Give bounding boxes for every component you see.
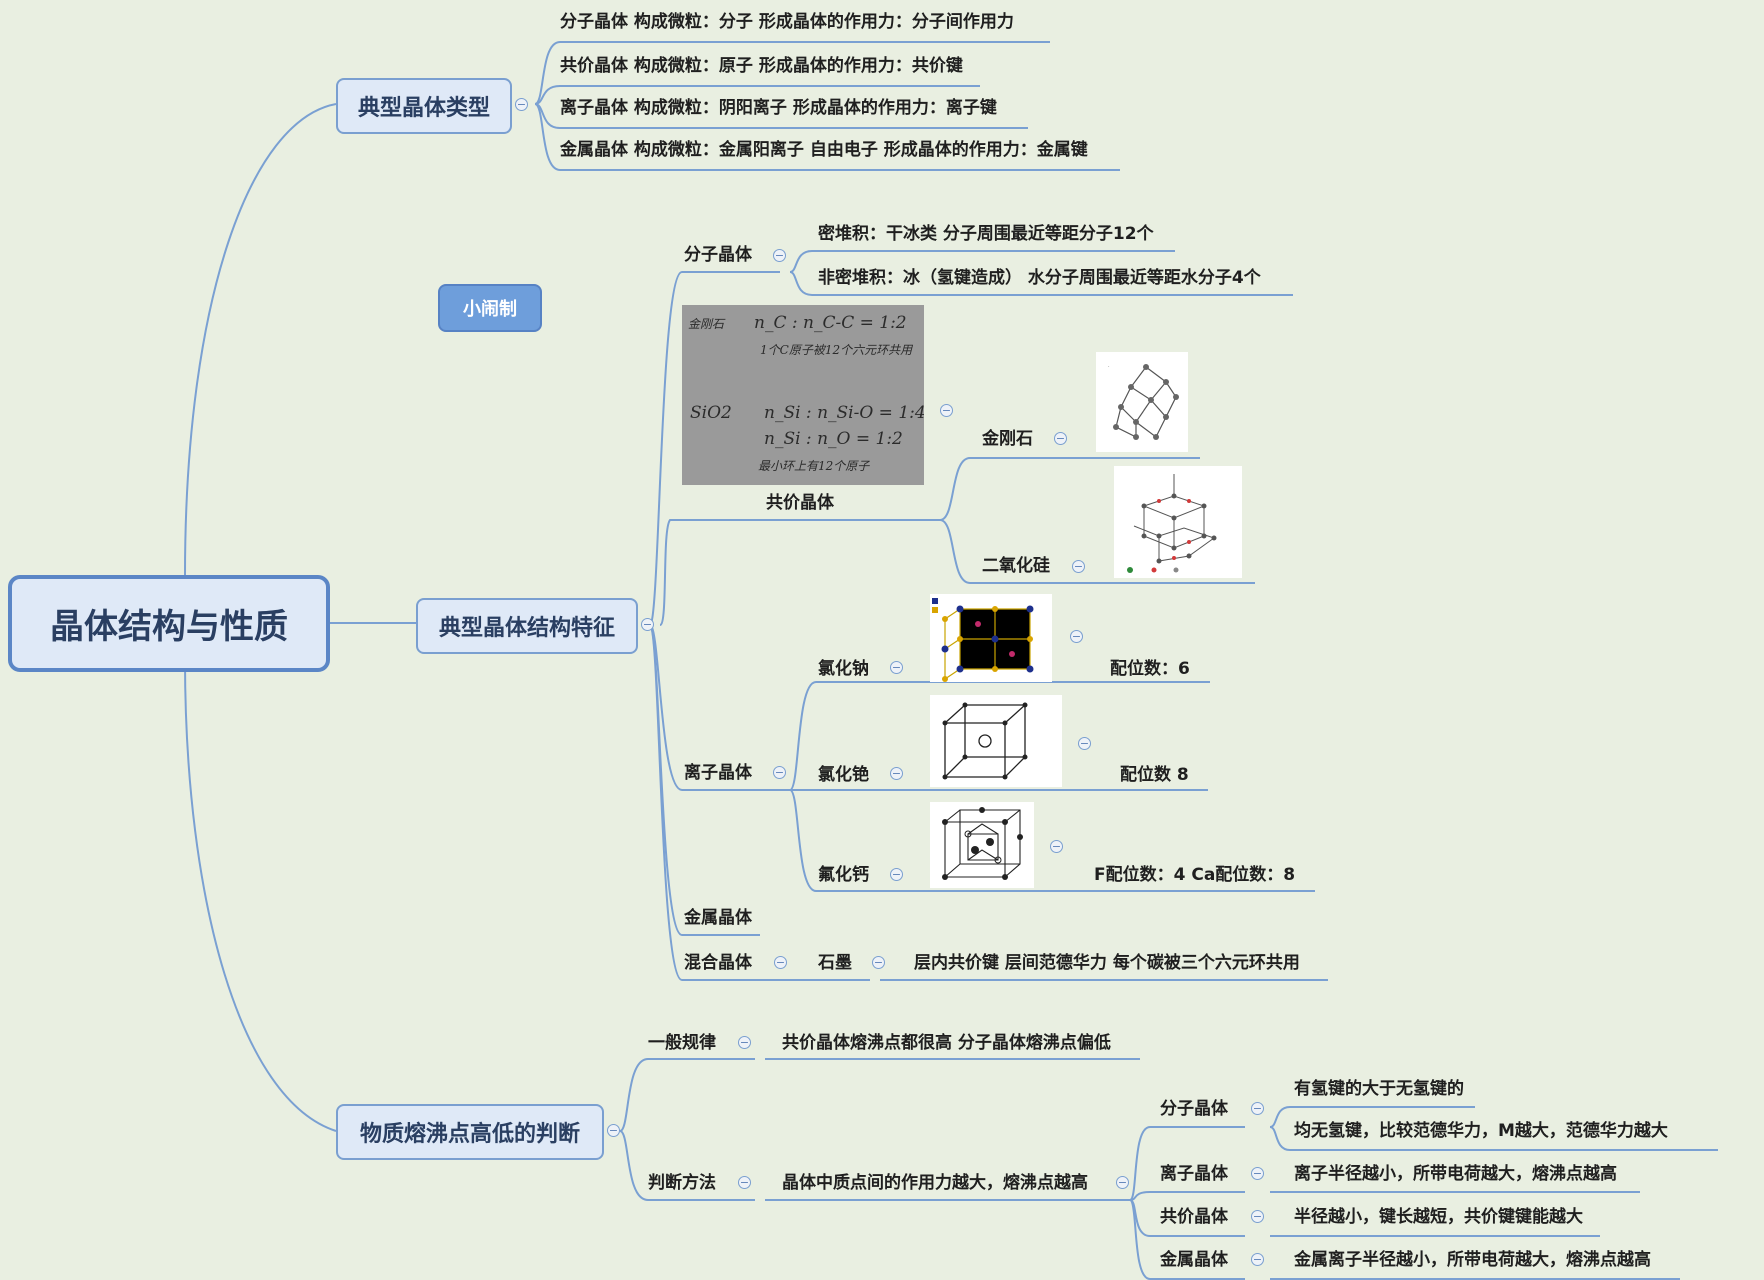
general-rule-label: 一般规律 xyxy=(648,1033,716,1053)
types-node-label: 典型晶体类型 xyxy=(357,96,490,121)
cscl-label: 氯化铯 xyxy=(818,765,869,785)
method-desc-collapse-toggle[interactable]: − xyxy=(1116,1176,1129,1189)
photo-line-ratio-3: n_Si : n_O = 1:2 xyxy=(764,429,903,449)
method-metal-description: 金属离子半径越小，所带电荷越大，熔沸点越高 xyxy=(1294,1250,1651,1270)
method-description: 晶体中质点间的作用力越大，熔沸点越高 xyxy=(782,1173,1088,1193)
melting-node-label: 物质熔沸点高低的判断 xyxy=(359,1122,580,1147)
general-rule-description: 共价晶体熔沸点都很高 分子晶体熔沸点偏低 xyxy=(782,1033,1111,1053)
features-node[interactable]: 典型晶体结构特征 xyxy=(416,598,638,654)
types-node[interactable]: 典型晶体类型 xyxy=(336,78,512,134)
method-molecular-label: 分子晶体 xyxy=(1160,1099,1228,1119)
molecular-item-close-packed: 密堆积：干冰类 分子周围最近等距分子12个 xyxy=(818,224,1154,244)
mixed-collapse-toggle[interactable]: − xyxy=(774,956,787,969)
covalent-crystal-label: 共价晶体 xyxy=(766,493,834,513)
metal-crystal-label: 金属晶体 xyxy=(684,908,752,928)
photo-collapse-toggle[interactable]: − xyxy=(940,404,953,417)
types-item-ionic: 离子晶体 构成微粒：阴阳离子 形成晶体的作用力：离子键 xyxy=(560,98,997,118)
graphite-collapse-toggle[interactable]: − xyxy=(872,956,885,969)
photo-line-ring: 1个C原子被12个六元环共用 xyxy=(760,343,913,357)
method-molecular-item-hbond: 有氢键的大于无氢键的 xyxy=(1294,1079,1464,1099)
method-covalent-description: 半径越小，键长越短，共价键键能越大 xyxy=(1294,1207,1583,1227)
diamond-label: 金刚石 xyxy=(982,429,1033,449)
method-metal-collapse-toggle[interactable]: − xyxy=(1251,1253,1264,1266)
photo-line-ratio-1: n_C : n_C-C = 1:2 xyxy=(754,313,907,333)
method-label: 判断方法 xyxy=(648,1173,716,1193)
floating-note-label: 小闹制 xyxy=(463,299,517,320)
handwritten-notes-photo: 金刚石 n_C : n_C-C = 1:2 1个C原子被12个六元环共用 SiO… xyxy=(682,305,924,485)
photo-line-ratio-2: n_Si : n_Si-O = 1:4 xyxy=(764,403,924,423)
cscl-image-collapse-toggle[interactable]: − xyxy=(1078,737,1091,750)
caf2-image-collapse-toggle[interactable]: − xyxy=(1050,840,1063,853)
types-collapse-toggle[interactable]: − xyxy=(515,98,528,111)
method-covalent-label: 共价晶体 xyxy=(1160,1207,1228,1227)
nacl-coordination: 配位数：6 xyxy=(1110,659,1190,679)
ionic-crystal-label: 离子晶体 xyxy=(684,763,752,783)
caf2-collapse-toggle[interactable]: − xyxy=(890,868,903,881)
general-rule-collapse-toggle[interactable]: − xyxy=(738,1036,751,1049)
photo-line-sio2: SiO2 xyxy=(690,403,732,423)
sio2-collapse-toggle[interactable]: − xyxy=(1072,560,1085,573)
nacl-structure-image xyxy=(930,594,1052,682)
features-collapse-toggle[interactable]: − xyxy=(641,618,654,631)
root-label: 晶体结构与性质 xyxy=(50,607,288,647)
diamond-collapse-toggle[interactable]: − xyxy=(1054,432,1067,445)
photo-line-min-ring: 最小环上有12个原子 xyxy=(758,459,870,473)
svg-text:·: · xyxy=(1108,364,1110,370)
features-node-label: 典型晶体结构特征 xyxy=(438,616,615,641)
floating-note[interactable]: 小闹制 xyxy=(438,284,542,332)
sio2-structure-image xyxy=(1114,466,1242,578)
diamond-structure-image: · xyxy=(1096,352,1188,452)
photo-line-diamond: 金刚石 xyxy=(688,317,725,331)
method-covalent-collapse-toggle[interactable]: − xyxy=(1251,1210,1264,1223)
molecular-collapse-toggle[interactable]: − xyxy=(773,249,786,262)
mixed-crystal-label: 混合晶体 xyxy=(684,953,752,973)
cscl-structure-image xyxy=(930,695,1062,787)
types-item-metal: 金属晶体 构成微粒：金属阳离子 自由电子 形成晶体的作用力：金属键 xyxy=(560,140,1088,160)
melting-collapse-toggle[interactable]: − xyxy=(607,1124,620,1137)
types-item-molecular: 分子晶体 构成微粒：分子 形成晶体的作用力：分子间作用力 xyxy=(560,12,1014,32)
nacl-label: 氯化钠 xyxy=(818,659,869,679)
method-collapse-toggle[interactable]: − xyxy=(738,1176,751,1189)
method-metal-label: 金属晶体 xyxy=(1160,1250,1228,1270)
caf2-coordination: F配位数：4 Ca配位数：8 xyxy=(1094,865,1296,885)
types-item-covalent: 共价晶体 构成微粒：原子 形成晶体的作用力：共价键 xyxy=(560,56,963,76)
method-ionic-description: 离子半径越小，所带电荷越大，熔沸点越高 xyxy=(1294,1164,1617,1184)
sio2-label: 二氧化硅 xyxy=(982,556,1050,576)
ionic-collapse-toggle[interactable]: − xyxy=(773,766,786,779)
graphite-description: 层内共价键 层间范德华力 每个碳被三个六元环共用 xyxy=(914,953,1300,973)
root-node[interactable]: 晶体结构与性质 xyxy=(8,575,330,672)
method-molecular-collapse-toggle[interactable]: − xyxy=(1251,1102,1264,1115)
graphite-label: 石墨 xyxy=(818,953,852,973)
melting-node[interactable]: 物质熔沸点高低的判断 xyxy=(336,1104,604,1160)
nacl-collapse-toggle[interactable]: − xyxy=(890,661,903,674)
cscl-coordination: 配位数 8 xyxy=(1120,765,1189,785)
nacl-image-collapse-toggle[interactable]: − xyxy=(1070,630,1083,643)
caf2-structure-image xyxy=(930,802,1034,888)
molecular-crystal-label: 分子晶体 xyxy=(684,245,752,265)
caf2-label: 氟化钙 xyxy=(818,865,869,885)
method-ionic-collapse-toggle[interactable]: − xyxy=(1251,1167,1264,1180)
cscl-collapse-toggle[interactable]: − xyxy=(890,767,903,780)
method-molecular-item-vdw: 均无氢键，比较范德华力，M越大，范德华力越大 xyxy=(1294,1121,1668,1141)
method-ionic-label: 离子晶体 xyxy=(1160,1164,1228,1184)
molecular-item-non-close-packed: 非密堆积：冰（氢键造成） 水分子周围最近等距水分子4个 xyxy=(818,268,1261,288)
